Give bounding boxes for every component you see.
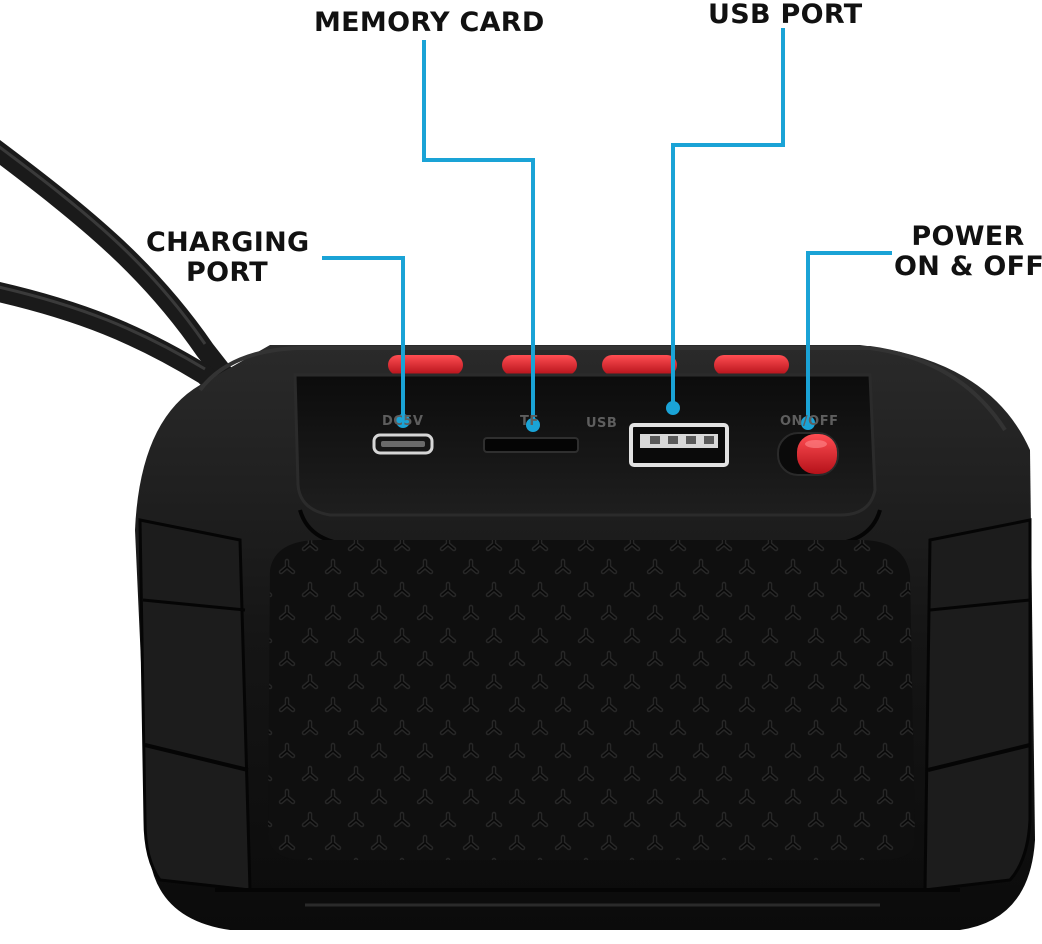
callout-memory-card-text: MEMORY CARD bbox=[314, 7, 545, 38]
leader-dot-power bbox=[801, 416, 815, 430]
strap bbox=[0, 140, 258, 420]
label-dc5v: DC5V bbox=[382, 414, 424, 429]
callout-usb-port: USB PORT bbox=[708, 0, 863, 30]
callout-charging-port: CHARGING PORT bbox=[146, 227, 310, 288]
leader-dots bbox=[396, 401, 815, 432]
leader-dot-memory-card bbox=[526, 418, 540, 432]
power-switch-icon[interactable] bbox=[777, 432, 839, 476]
usb-a-port-icon bbox=[629, 423, 729, 467]
callout-usb-port-text: USB PORT bbox=[708, 0, 863, 30]
red-button-2[interactable] bbox=[502, 355, 577, 375]
red-button-1[interactable] bbox=[388, 355, 463, 375]
callout-charging-line2: PORT bbox=[186, 257, 268, 288]
label-on-off: ON/OFF bbox=[780, 414, 839, 429]
speaker-body bbox=[135, 345, 1035, 930]
red-button-4[interactable] bbox=[714, 355, 789, 375]
label-tf: TF bbox=[520, 414, 539, 429]
callout-power-line2: ON & OFF bbox=[894, 251, 1042, 282]
leader-charging-port bbox=[322, 256, 405, 420]
leader-dot-usb-port bbox=[666, 401, 680, 415]
leader-lines bbox=[322, 28, 892, 423]
leader-dot-charging-port bbox=[396, 414, 410, 428]
callout-memory-card: MEMORY CARD bbox=[314, 8, 545, 38]
label-usb: USB bbox=[586, 416, 618, 431]
tf-card-slot-icon bbox=[483, 437, 579, 453]
callout-power: POWER ON & OFF bbox=[894, 222, 1042, 282]
leader-usb-port bbox=[671, 28, 785, 408]
callout-power-line1: POWER bbox=[911, 221, 1025, 252]
micro-usb-port-icon bbox=[372, 433, 434, 455]
leader-power bbox=[806, 251, 892, 420]
red-button-3[interactable] bbox=[602, 355, 677, 375]
callout-charging-line1: CHARGING bbox=[146, 227, 310, 258]
leader-memory-card bbox=[422, 40, 535, 423]
